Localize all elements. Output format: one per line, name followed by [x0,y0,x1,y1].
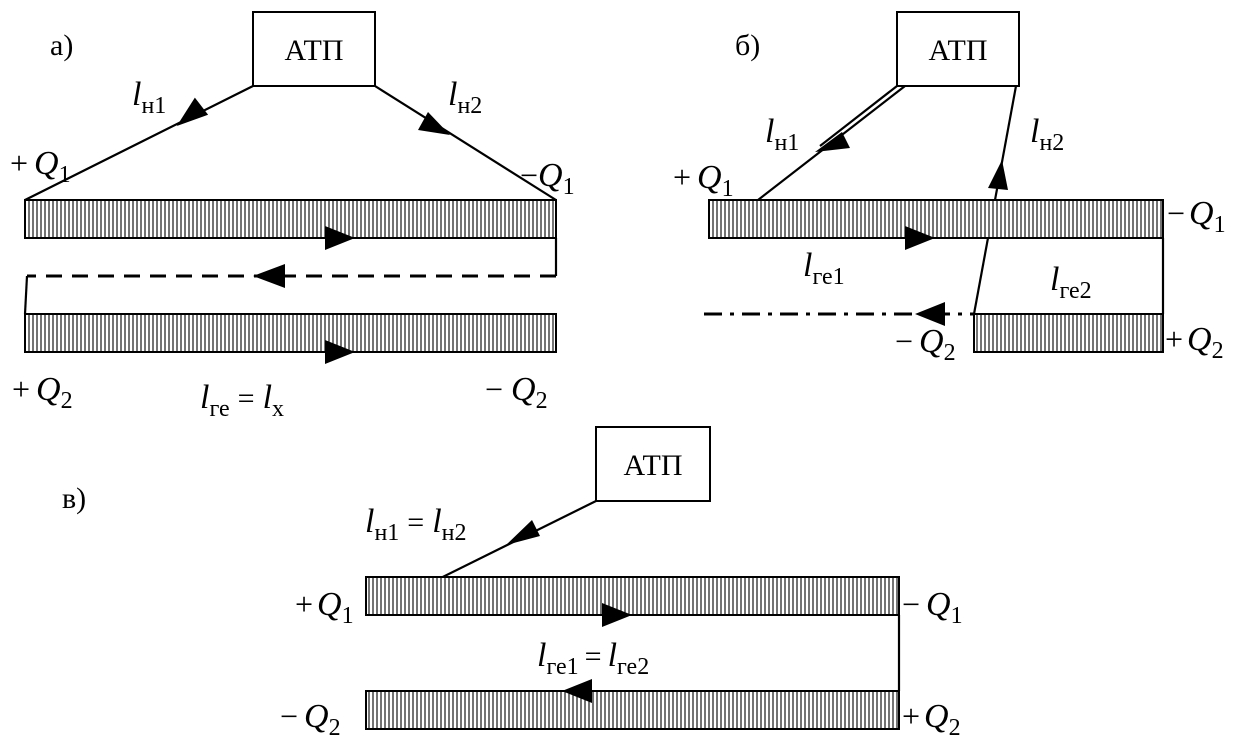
label-l-n2-b: lн2 [1030,113,1064,156]
label-minus-q2-a: −Q2 [485,371,548,414]
label-l-ge1-equals-l-ge2-c: lге1=lге2 [537,637,649,680]
label-plus-q1-a: +Q1 [10,145,71,188]
depot-box-b [896,11,1020,87]
panel-b-letter: б) [735,29,760,62]
loaded-bar-1-b [708,199,1164,239]
empty-run-1-line-b-double [819,85,898,147]
depot-box-a [252,11,376,87]
label-minus-q2-c: −Q2 [280,698,341,738]
label-minus-q1-a: −Q1 [520,157,575,200]
label-l-n2-a: lн2 [448,76,482,119]
label-plus-q1-c: +Q1 [295,586,354,629]
label-plus-q2-a: +Q2 [12,371,73,414]
arrow-bar-2-a [325,340,355,364]
arrow-empty-run-2-b [988,160,1008,190]
panel-a-letter: а) [50,29,73,62]
loaded-bar-1-a [24,199,557,239]
label-l-ge-equals-l-x-a: lге=lx [200,379,284,422]
loaded-bar-2-a [24,313,557,353]
connector-left-a [23,275,29,315]
loaded-bar-1-c [365,576,900,616]
label-plus-q1-b: +Q1 [673,159,734,202]
empty-run-2-line-a [374,85,557,201]
arrow-empty-run-2-a [418,112,450,135]
panel-b: б) АТП lн1 lн2 +Q1 −Q1 −Q2 +Q2 lге1 lге2 [673,11,1226,366]
arrow-empty-run-c [506,520,540,545]
label-minus-q1-c: −Q1 [902,586,963,629]
label-minus-q1-b: −Q1 [1167,195,1226,238]
loaded-bar-2-b [973,313,1164,353]
depot-box-c [595,426,711,502]
arrow-empty-run-1-b [815,132,850,152]
arrow-idle-run-a [253,264,285,288]
depot-label-c: АТП [623,449,682,482]
label-l-ge1-b: lге1 [803,247,845,290]
arrow-bar-1-b [905,226,935,250]
label-plus-q2-b: +Q2 [1165,321,1224,364]
label-l-n1-equals-l-n2-c: lн1=lн2 [365,503,467,546]
arrow-bar-1-c [602,603,632,627]
depot-label-b: АТП [928,34,987,67]
arrow-empty-run-1-a [176,97,209,126]
label-minus-q2-b: −Q2 [895,323,956,366]
panel-c-letter: в) [62,482,86,515]
label-l-n1-b: lн1 [765,113,799,156]
empty-run-1-line-a [24,85,254,201]
panel-c: в) АТП lн1=lн2 +Q1 −Q1 −Q2 +Q2 lге1=lге2 [62,426,963,738]
label-l-n1-a: lн1 [132,76,166,119]
panel-a: а) АТП lн1 lн2 +Q1 −Q1 +Q2 −Q2 lге=lx [10,11,575,422]
arrow-bar-2-c [562,679,592,703]
label-plus-q2-c: +Q2 [902,698,961,738]
arrow-bar-1-a [325,226,355,250]
loaded-bar-2-c [365,690,900,730]
depot-label-a: АТП [284,34,343,67]
arrow-bar-2-b [915,302,945,326]
label-l-ge2-b: lге2 [1050,261,1092,304]
